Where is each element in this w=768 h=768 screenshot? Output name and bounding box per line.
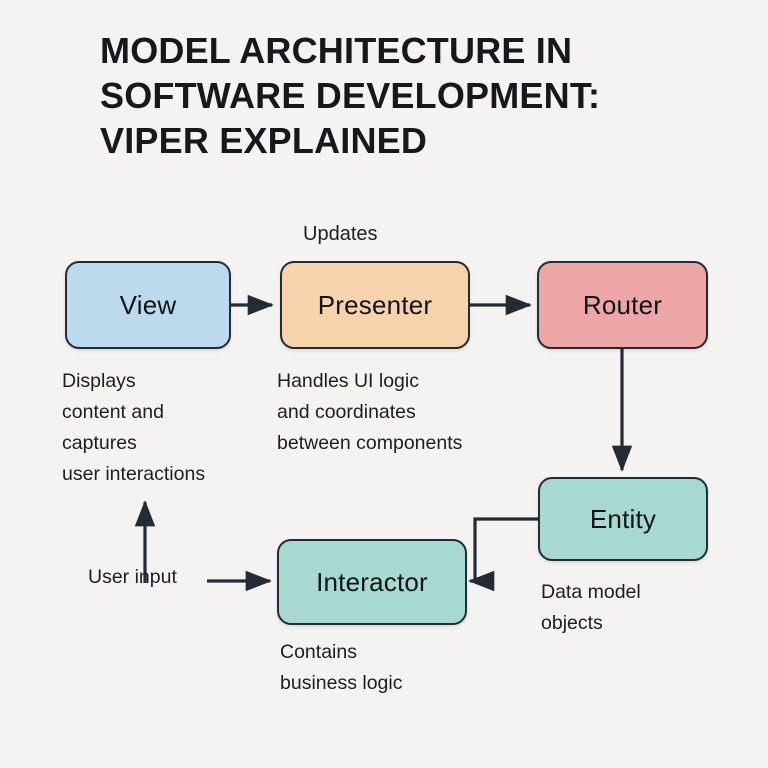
node-interactor-label: Interactor (316, 566, 428, 597)
node-entity[interactable]: Entity (538, 477, 708, 561)
node-presenter-label: Presenter (317, 289, 433, 320)
title-line-2: SOFTWARE DEVELOPMENT: (100, 75, 601, 116)
edge-label-user-input: User input (88, 566, 177, 588)
edge-label-updates: Updates (303, 223, 378, 245)
edge-entity-to-interactor (473, 517, 538, 583)
node-router[interactable]: Router (537, 261, 708, 349)
description-presenter: Handles UI logic and coordinates between… (277, 370, 463, 454)
title-line-1: MODEL ARCHITECTURE IN (100, 30, 573, 71)
description-entity: Data model objects (541, 581, 641, 634)
node-view-label: View (119, 289, 177, 320)
description-interactor: Contains business logic (280, 641, 403, 694)
page-title: MODEL ARCHITECTURE IN SOFTWARE DEVELOPME… (100, 28, 700, 163)
node-view[interactable]: View (65, 261, 231, 349)
node-presenter[interactable]: Presenter (280, 261, 470, 349)
description-view: Displays content and captures user inter… (62, 370, 206, 485)
node-entity-label: Entity (589, 503, 657, 534)
node-router-label: Router (582, 289, 663, 320)
title-line-3: VIPER EXPLAINED (100, 120, 428, 161)
node-interactor[interactable]: Interactor (277, 539, 467, 625)
